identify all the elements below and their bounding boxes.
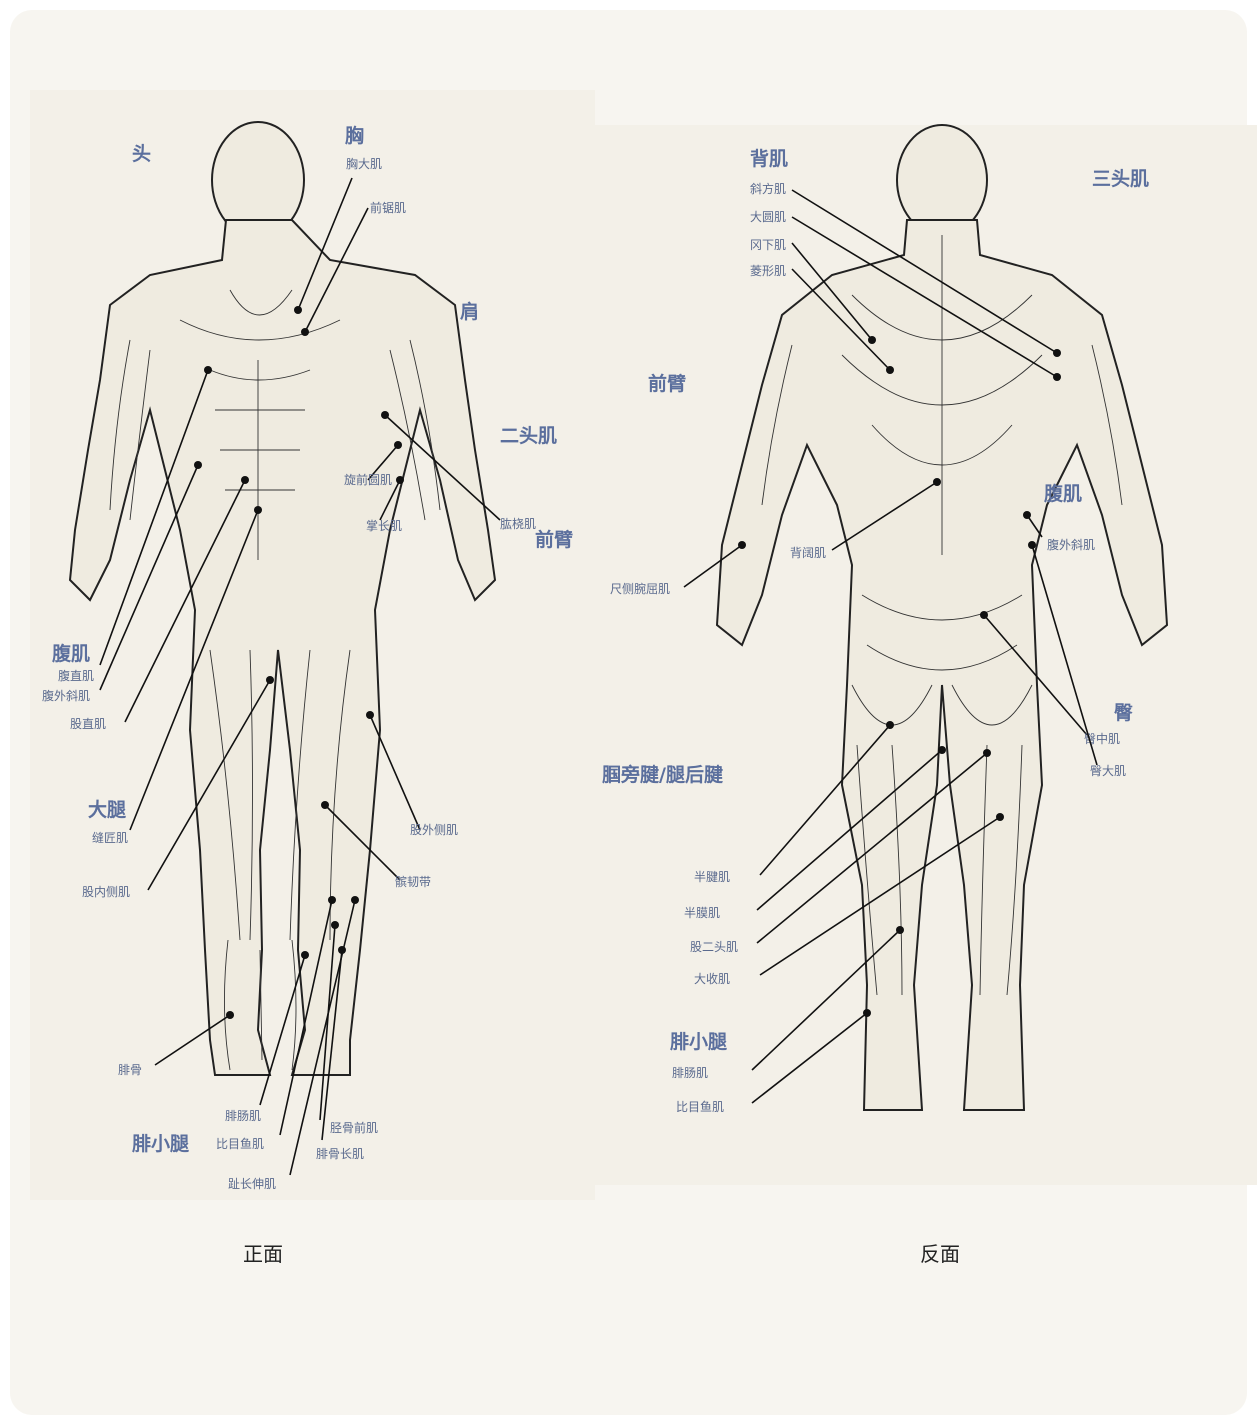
svg-text:趾长伸肌: 趾长伸肌 xyxy=(228,1177,276,1191)
svg-text:尺侧腕屈肌: 尺侧腕屈肌 xyxy=(610,581,670,596)
svg-text:臀大肌: 臀大肌 xyxy=(1090,764,1126,778)
back-view-panel: 背肌 三头肌 前臂 腹肌 臀 腘旁腱/腿后腱 腓小腿 斜方肌 大圆肌 冈下肌 菱… xyxy=(592,125,1257,1185)
front-header-thigh: 大腿 xyxy=(88,798,126,821)
back-label-biceps-femoris: 股二头肌 xyxy=(690,749,991,954)
svg-text:股直肌: 股直肌 xyxy=(70,717,106,731)
front-header-shoulder: 肩 xyxy=(460,300,479,323)
svg-text:腓骨长肌: 腓骨长肌 xyxy=(316,1146,364,1161)
svg-text:股外侧肌: 股外侧肌 xyxy=(410,823,458,837)
front-view-panel: 头 胸 肩 二头肌 前臂 腹肌 大腿 腓小腿 胸大肌 前锯肌 腹直肌 腹外斜肌 … xyxy=(30,90,595,1200)
svg-text:半膜肌: 半膜肌 xyxy=(684,906,720,920)
svg-text:腓肠肌: 腓肠肌 xyxy=(225,1108,261,1123)
front-header-head: 头 xyxy=(132,143,151,165)
back-header-abs: 腹肌 xyxy=(1043,482,1082,505)
svg-text:肱桡肌: 肱桡肌 xyxy=(500,516,536,531)
svg-text:缝匠肌: 缝匠肌 xyxy=(92,830,128,845)
back-header-forearm: 前臂 xyxy=(648,372,686,395)
svg-text:胸大肌: 胸大肌 xyxy=(346,156,382,171)
svg-text:比目鱼肌: 比目鱼肌 xyxy=(216,1137,264,1151)
back-label-soleus: 比目鱼肌 xyxy=(676,1009,871,1114)
svg-text:掌长肌: 掌长肌 xyxy=(366,519,402,533)
svg-text:髌韧带: 髌韧带 xyxy=(395,874,431,889)
back-body-diagram: 背肌 三头肌 前臂 腹肌 臀 腘旁腱/腿后腱 腓小腿 斜方肌 大圆肌 冈下肌 菱… xyxy=(592,125,1257,1185)
svg-text:斜方肌: 斜方肌 xyxy=(750,181,786,196)
svg-text:旋前圆肌: 旋前圆肌 xyxy=(344,472,392,487)
back-header-hamstrings: 腘旁腱/腿后腱 xyxy=(602,763,723,786)
svg-text:大圆肌: 大圆肌 xyxy=(750,210,786,224)
svg-text:腹外斜肌: 腹外斜肌 xyxy=(42,689,90,703)
svg-text:腓骨: 腓骨 xyxy=(118,1062,142,1077)
svg-text:股二头肌: 股二头肌 xyxy=(690,940,738,954)
svg-text:股内侧肌: 股内侧肌 xyxy=(82,885,130,899)
svg-text:腹外斜肌: 腹外斜肌 xyxy=(1047,538,1095,552)
front-header-abs: 腹肌 xyxy=(51,642,90,665)
back-header-back-muscles: 背肌 xyxy=(750,147,788,170)
front-header-calf: 腓小腿 xyxy=(132,1133,189,1155)
svg-text:背阔肌: 背阔肌 xyxy=(790,546,826,560)
svg-text:胫骨前肌: 胫骨前肌 xyxy=(330,1120,378,1135)
svg-text:菱形肌: 菱形肌 xyxy=(750,264,786,278)
svg-text:大收肌: 大收肌 xyxy=(694,972,730,986)
front-header-chest: 胸 xyxy=(345,124,364,147)
front-header-biceps: 二头肌 xyxy=(500,425,557,447)
back-header-glutes: 臀 xyxy=(1114,702,1133,724)
back-header-triceps: 三头肌 xyxy=(1092,168,1149,190)
back-caption: 反面 xyxy=(920,1238,960,1267)
front-caption: 正面 xyxy=(243,1238,283,1267)
svg-text:比目鱼肌: 比目鱼肌 xyxy=(676,1100,724,1114)
svg-text:腹直肌: 腹直肌 xyxy=(58,669,94,683)
front-body-figure xyxy=(70,122,495,1075)
front-body-diagram: 头 胸 肩 二头肌 前臂 腹肌 大腿 腓小腿 胸大肌 前锯肌 腹直肌 腹外斜肌 … xyxy=(30,90,595,1200)
svg-text:半腱肌: 半腱肌 xyxy=(694,870,730,884)
svg-text:前锯肌: 前锯肌 xyxy=(370,200,406,215)
front-header-forearm: 前臂 xyxy=(535,528,573,551)
svg-text:腓肠肌: 腓肠肌 xyxy=(672,1065,708,1080)
back-header-calf: 腓小腿 xyxy=(670,1031,727,1053)
svg-text:冈下肌: 冈下肌 xyxy=(750,238,786,252)
